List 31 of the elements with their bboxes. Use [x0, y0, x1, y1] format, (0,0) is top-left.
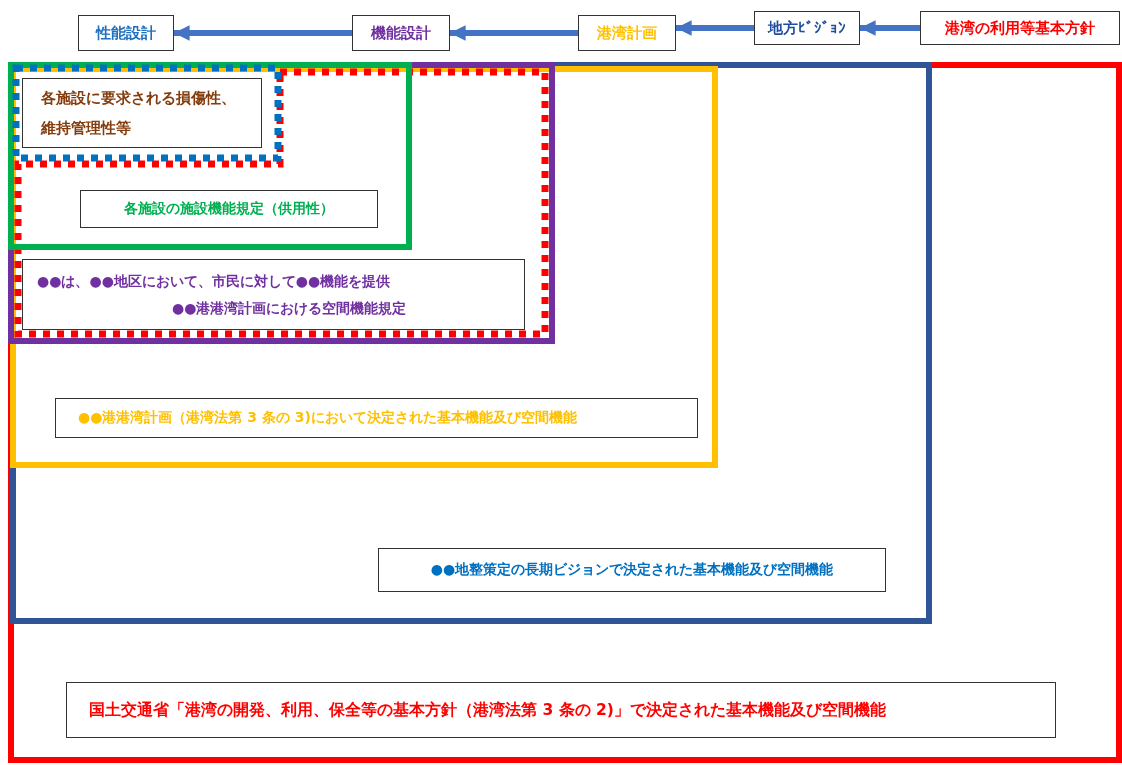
box-text: ●●は、●●地区において、市民に対して●●機能を提供 — [37, 271, 392, 291]
stage-box — [578, 15, 676, 51]
box-text: 各施設に要求される損傷性、維持管理性等 — [41, 88, 237, 139]
scope-frame — [10, 62, 932, 624]
box-text: ●●港港湾計画（港湾法第 3 条の 3)において決定された基本機能及び空間機能 — [78, 409, 578, 427]
description-box — [80, 190, 378, 228]
dotted-frame — [12, 64, 282, 162]
description-box — [55, 398, 698, 438]
stage-box — [352, 15, 450, 51]
description-box — [378, 548, 886, 592]
box-text: 港湾計画 — [597, 23, 657, 43]
description-box — [22, 259, 525, 330]
scope-frame — [8, 62, 412, 250]
box-text: 地方ﾋﾞｼﾞｮﾝ — [768, 18, 846, 38]
stage-box — [920, 11, 1120, 45]
description-box — [22, 78, 262, 148]
box-text: 各施設の施設機能規定（供用性） — [124, 200, 334, 218]
box-text: 性能設計 — [96, 23, 156, 43]
box-text: ●●港港湾計画における空間機能規定 — [171, 298, 408, 318]
arrow — [174, 25, 352, 41]
stage-box — [754, 11, 860, 45]
box-text: ●●地整策定の長期ビジョンで決定された基本機能及び空間機能 — [430, 561, 834, 579]
box-text: 機能設計 — [371, 23, 431, 43]
arrow — [676, 20, 754, 36]
box-text: 港湾の利用等基本方針 — [945, 18, 1095, 38]
box-text: 国土交通省「港湾の開発、利用、保全等の基本方針（港湾法第 3 条の 2)」で決定された基本機能及び空間機能 — [89, 699, 887, 721]
arrow — [450, 25, 578, 41]
stage-box — [78, 15, 174, 51]
scope-frame — [8, 62, 1122, 763]
arrow — [860, 20, 920, 36]
description-box — [66, 682, 1056, 738]
